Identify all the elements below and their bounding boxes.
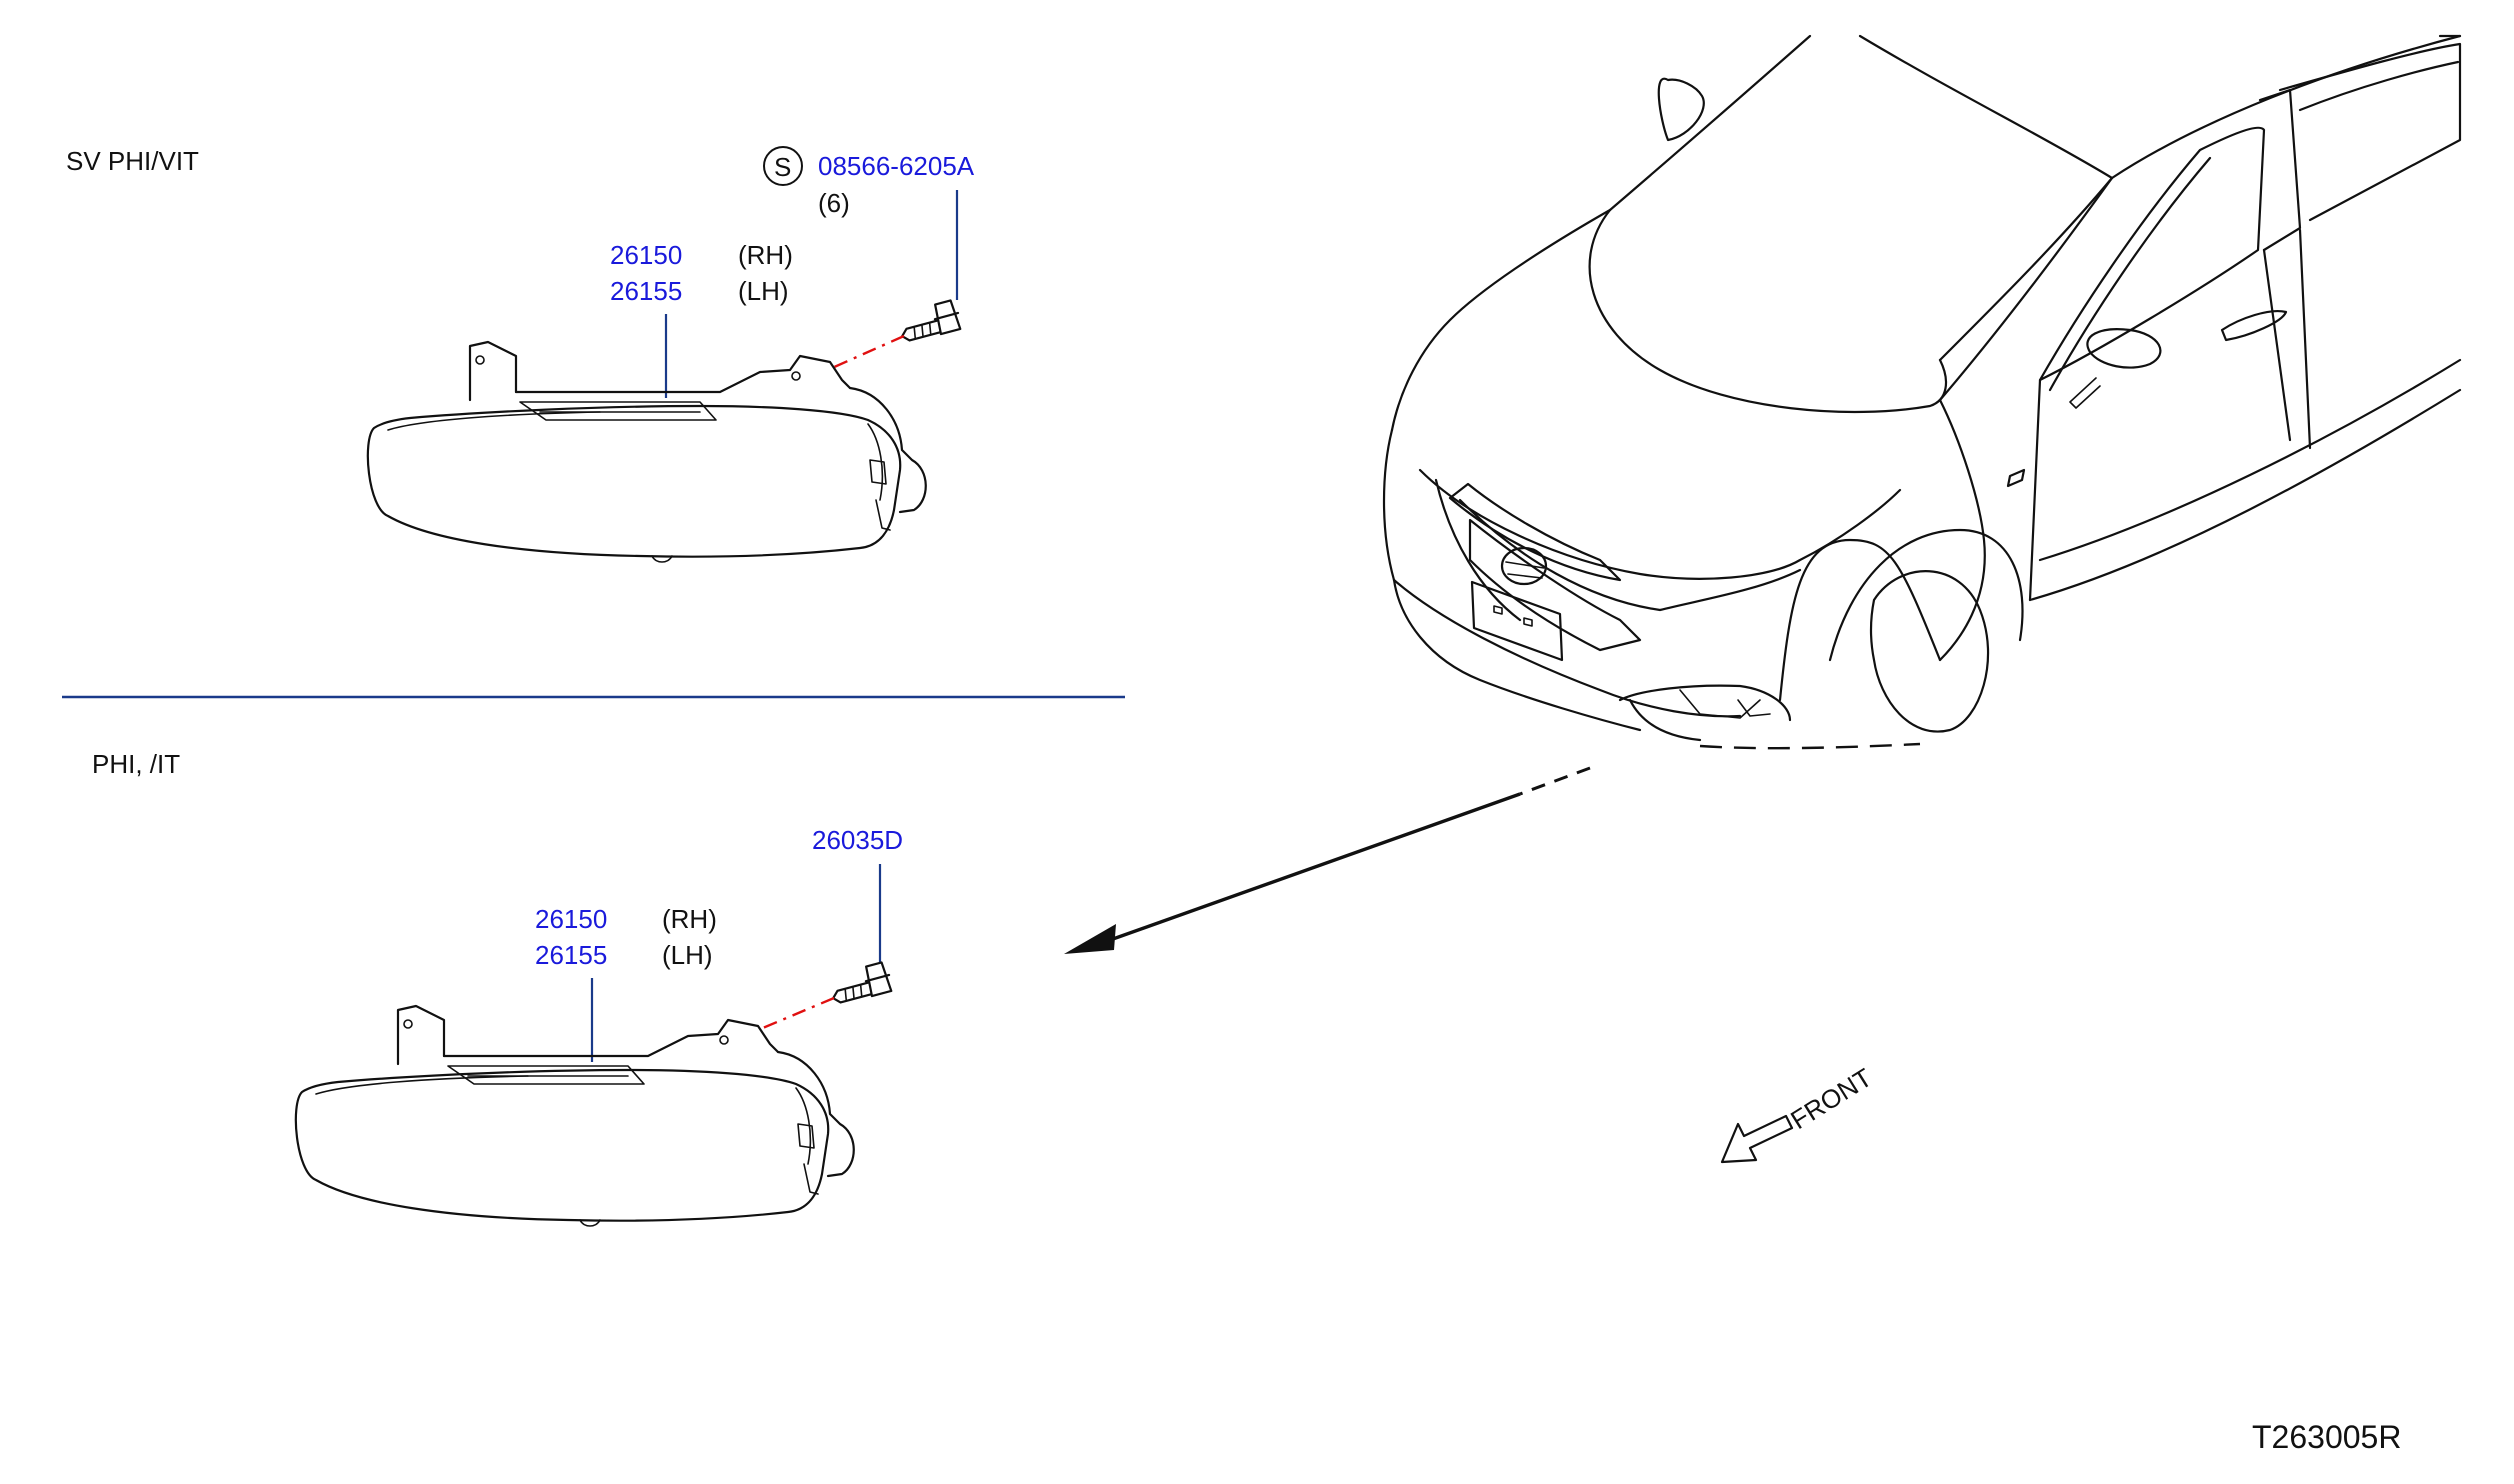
top-screw-icon (901, 299, 962, 342)
top-screw-quantity: (6) (818, 188, 850, 218)
front-direction-arrow-icon (1720, 1114, 1794, 1164)
bottom-lamp-side-rh: (RH) (662, 904, 717, 934)
top-lamp-side-lh: (LH) (738, 276, 789, 306)
bottom-variant-label: PHI, /IT (92, 749, 180, 779)
top-section: SV PHI/VIT S 08566-6205A (6) 26150 (RH) … (66, 146, 975, 563)
bottom-section: PHI, /IT 26035D 26150 (RH) 26155 (LH) (92, 749, 903, 1227)
s-symbol-icon: S (763, 146, 803, 186)
top-variant-label: SV PHI/VIT (66, 146, 199, 176)
bottom-lamp-side-lh: (LH) (662, 940, 713, 970)
top-lamp-part-lh[interactable]: 26155 (610, 276, 682, 306)
bottom-screw-axis (757, 996, 835, 1032)
bottom-lamp-part-rh[interactable]: 26150 (535, 904, 607, 934)
bottom-screw-icon (832, 961, 893, 1004)
top-screw-axis (831, 334, 905, 370)
vehicle-illustration (1382, 34, 2462, 750)
front-direction-label: FRONT (1785, 1062, 1877, 1135)
top-lamp-part-rh[interactable]: 26150 (610, 240, 682, 270)
bottom-fog-lamp (294, 1004, 855, 1227)
screw-symbol: S (774, 152, 791, 182)
callout-arrow (1064, 766, 1591, 954)
top-screw-part-number[interactable]: 08566-6205A (818, 151, 975, 181)
top-fog-lamp (366, 340, 927, 563)
bottom-screw-part-number[interactable]: 26035D (812, 825, 903, 855)
top-lamp-side-rh: (RH) (738, 240, 793, 270)
diagram-id: T263005R (2252, 1419, 2401, 1455)
bottom-lamp-part-lh[interactable]: 26155 (535, 940, 607, 970)
